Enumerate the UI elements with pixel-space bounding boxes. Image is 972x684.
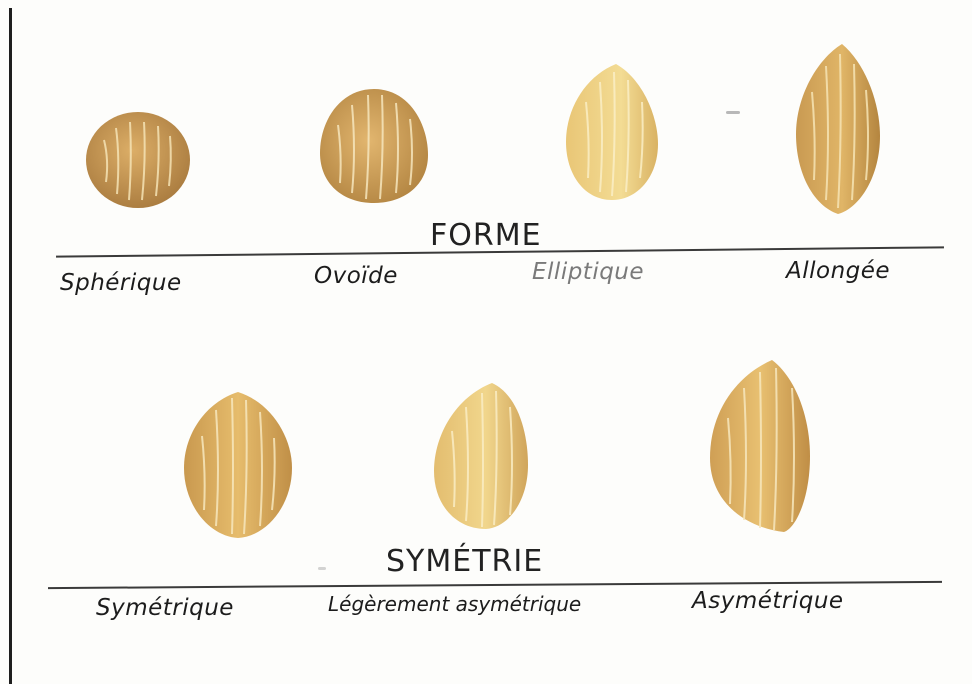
label-legerement-asymetrique: Légèrement asymétrique [328, 592, 581, 616]
seed-legerement-asymetrique [432, 381, 530, 531]
seed-symetrique [182, 390, 294, 540]
section-title-forme: FORME [430, 218, 542, 253]
section-title-symetrie: SYMÉTRIE [386, 544, 543, 579]
seed-ovoide [318, 85, 430, 205]
label-symetrique: Symétrique [96, 595, 234, 621]
speck-mark [726, 111, 740, 114]
seed-asymetrique [708, 358, 812, 534]
label-elliptique: Elliptique [532, 259, 644, 285]
seed-elliptique [564, 62, 660, 202]
label-ovoide: Ovoïde [314, 263, 398, 289]
label-spherique: Sphérique [60, 270, 182, 296]
seed-allongee [794, 42, 882, 216]
label-allongee: Allongée [786, 258, 890, 284]
label-asymetrique: Asymétrique [692, 588, 844, 614]
speck-mark [318, 567, 326, 570]
seed-spherique [84, 110, 192, 210]
left-border-line [9, 8, 12, 684]
